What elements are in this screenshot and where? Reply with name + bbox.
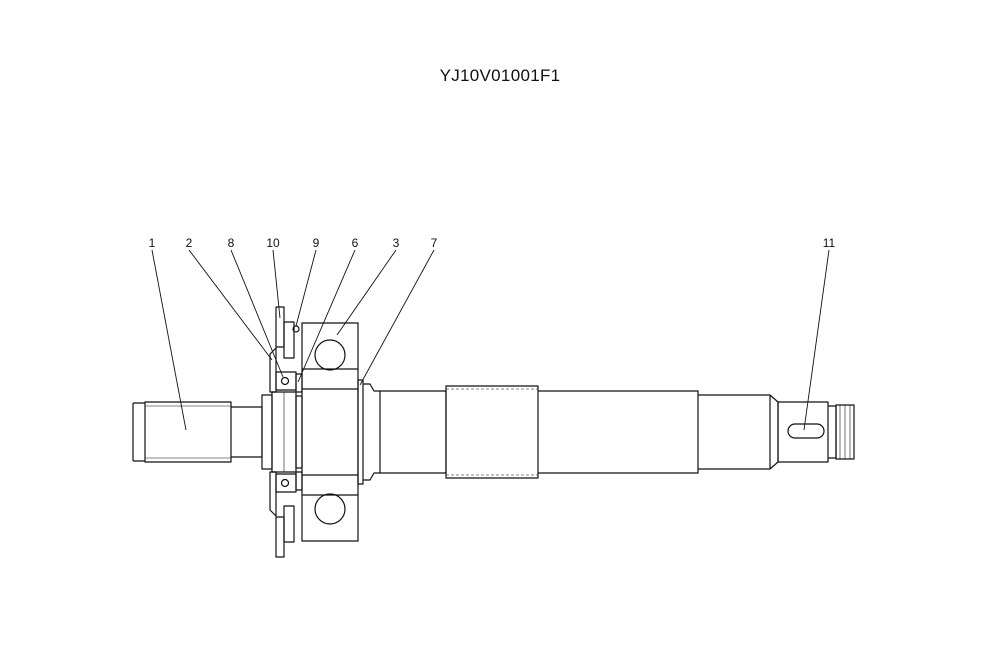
- callout-6: 6: [352, 236, 359, 250]
- spline-end-part-1: [132, 401, 263, 463]
- main-shaft: [363, 383, 779, 481]
- retaining-bracket-part-10: [275, 306, 295, 558]
- callout-2: 2: [186, 236, 193, 250]
- keyed-end-part-11: [777, 401, 855, 463]
- seal-part-8: [275, 371, 297, 493]
- callout-10: 10: [266, 236, 280, 250]
- hub-collar: [261, 391, 303, 473]
- callout-labels: 1 2 8 10 9 6 3 7 11: [149, 236, 836, 250]
- ball-bearing-part-3: [301, 322, 359, 542]
- leader-lines: [151, 249, 830, 431]
- callout-3: 3: [393, 236, 400, 250]
- callout-9: 9: [313, 236, 320, 250]
- cover-plate-part-2: [269, 347, 277, 517]
- callout-1: 1: [149, 236, 156, 250]
- callout-7: 7: [431, 236, 438, 250]
- callout-8: 8: [228, 236, 235, 250]
- callout-11: 11: [823, 236, 836, 250]
- snap-ring-part-7: [357, 379, 364, 485]
- spacer-ring-part-6: [295, 373, 303, 491]
- drawing-title: YJ10V01001F1: [439, 66, 561, 85]
